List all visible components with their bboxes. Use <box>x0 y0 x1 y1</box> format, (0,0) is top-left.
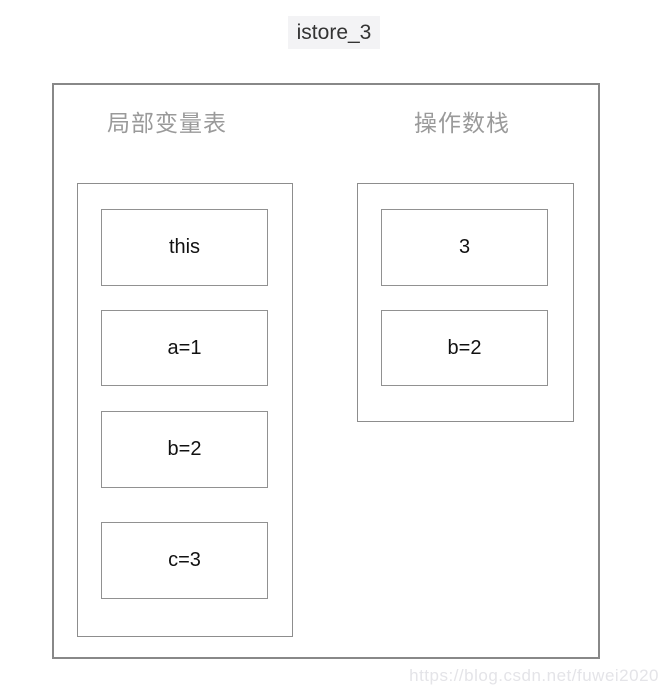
local-variable-slot: a=1 <box>101 310 268 386</box>
local-variable-table-header: 局部变量表 <box>107 110 227 136</box>
watermark: https://blog.csdn.net/fuwei2020 <box>409 666 659 685</box>
title-row: istore_3 <box>0 16 668 49</box>
local-variable-table-box: this a=1 b=2 c=3 <box>77 183 293 637</box>
operand-stack-slot: b=2 <box>381 310 548 386</box>
local-variable-slot: c=3 <box>101 522 268 599</box>
operand-stack-header: 操作数栈 <box>414 110 510 136</box>
operand-stack-slot: 3 <box>381 209 548 286</box>
instruction-title: istore_3 <box>287 16 381 49</box>
stack-frame-box: 局部变量表 操作数栈 this a=1 b=2 c=3 3 b=2 <box>52 83 600 659</box>
operand-stack-box: 3 b=2 <box>357 183 574 422</box>
local-variable-slot: b=2 <box>101 411 268 488</box>
local-variable-slot: this <box>101 209 268 286</box>
